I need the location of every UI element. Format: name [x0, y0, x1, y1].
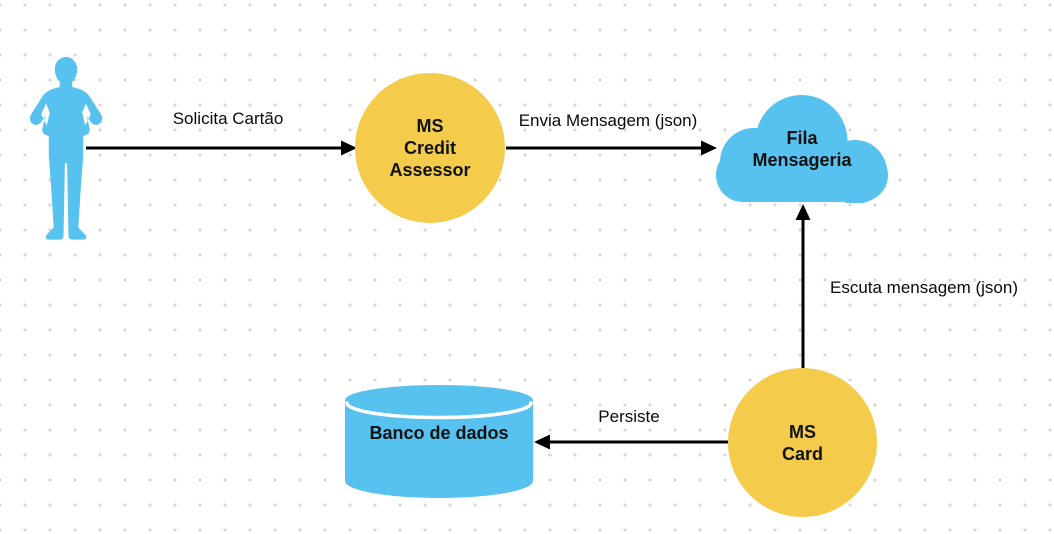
edge-label-envia-mensagem: Envia Mensagem (json)	[518, 111, 698, 130]
cloud-icon	[716, 95, 888, 203]
node-fila-mensageria-label: Fila Mensageria	[752, 128, 852, 170]
cylinder-rim	[345, 401, 533, 420]
arrow-persiste	[534, 434, 729, 450]
person-silhouette	[29, 57, 103, 240]
edge-label-escuta-mensagem: Escuta mensagem (json)	[829, 278, 1019, 297]
node-banco-de-dados-label: Banco de dados	[369, 423, 509, 443]
arrow-head-right-icon	[701, 140, 717, 156]
arrow-head-up-icon	[795, 204, 811, 220]
arrow-head-right-icon	[341, 140, 357, 156]
user-actor-icon	[29, 57, 103, 240]
arrow-head-left-icon	[534, 434, 550, 450]
database-cylinder-icon	[345, 385, 533, 498]
arrow-envia-mensagem	[506, 140, 717, 156]
node-label: MS Credit Assessor	[389, 116, 471, 180]
node-ms-card: MS Card	[728, 368, 877, 517]
arrow-escuta-mensagem	[795, 204, 811, 368]
cloud-shape	[716, 95, 888, 203]
node-label: MS Card	[781, 421, 823, 464]
arrow-solicita-cartao	[86, 140, 357, 156]
cylinder-body	[345, 385, 533, 498]
node-ms-credit-assessor: MS Credit Assessor	[355, 73, 505, 223]
edge-label-persiste: Persiste	[598, 407, 660, 426]
edge-label-solicita-cartao: Solicita Cartão	[172, 109, 284, 128]
